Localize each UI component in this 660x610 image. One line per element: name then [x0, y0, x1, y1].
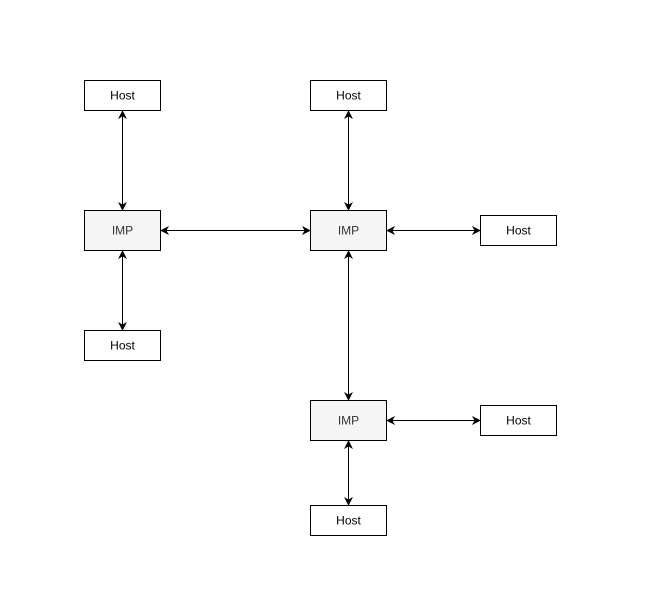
edge-layer	[118, 110, 481, 506]
imp-node-left: IMP	[84, 210, 161, 251]
host-box	[480, 405, 557, 436]
host-node-right-center: Host	[480, 215, 557, 246]
imp-box	[310, 210, 387, 251]
imp-node-center: IMP	[310, 210, 387, 251]
host-node-bottom-left: Host	[84, 330, 161, 361]
node-layer: Host IMP Host Host IMP Host	[84, 80, 557, 536]
host-label: Host	[506, 414, 531, 428]
host-label: Host	[110, 89, 135, 103]
host-label: Host	[110, 339, 135, 353]
host-box	[310, 505, 387, 536]
host-node-top-left: Host	[84, 80, 161, 111]
host-box	[84, 330, 161, 361]
imp-label: IMP	[338, 414, 359, 428]
host-box	[480, 215, 557, 246]
imp-box	[84, 210, 161, 251]
host-node-top-center: Host	[310, 80, 387, 111]
imp-box	[310, 400, 387, 441]
host-label: Host	[336, 514, 361, 528]
host-label: Host	[336, 89, 361, 103]
host-box	[84, 80, 161, 111]
host-node-bottom-bottom: Host	[310, 505, 387, 536]
imp-label: IMP	[338, 224, 359, 238]
host-label: Host	[506, 224, 531, 238]
host-node-right-bottom: Host	[480, 405, 557, 436]
host-box	[310, 80, 387, 111]
imp-label: IMP	[112, 224, 133, 238]
imp-node-bottom: IMP	[310, 400, 387, 441]
